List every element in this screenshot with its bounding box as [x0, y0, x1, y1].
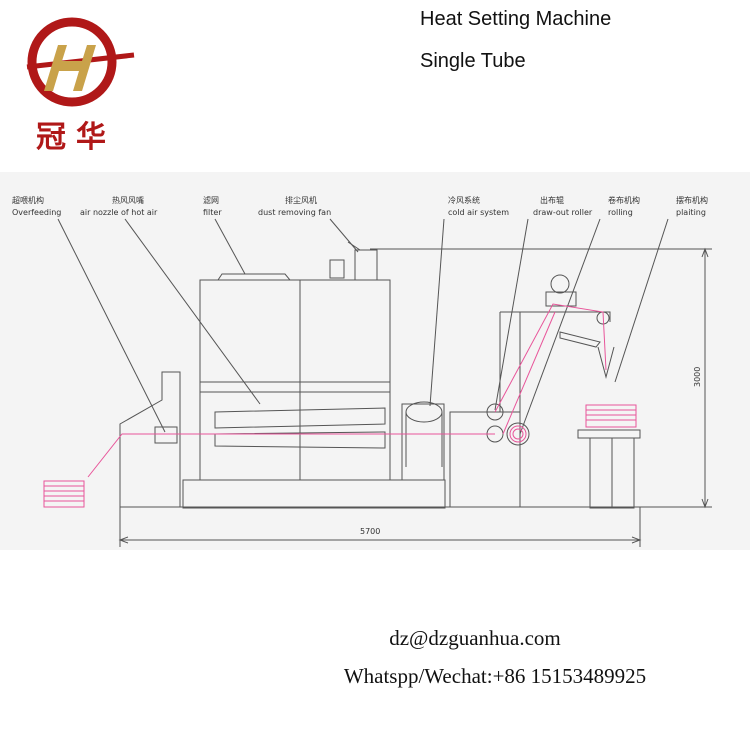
- svg-text:冷风系统: 冷风系统: [448, 195, 480, 205]
- diagram-background: [0, 172, 750, 550]
- height-dimension: 3000: [693, 367, 702, 387]
- svg-text:plaiting: plaiting: [676, 208, 706, 217]
- label-draw-out: 出布辊 draw-out roller: [494, 195, 593, 411]
- contact-phone: Whatspp/Wechat:+86 15153489925: [343, 664, 647, 688]
- brand-name-chinese: 冠华: [36, 120, 116, 155]
- label-filter: 滤网 filter: [203, 195, 246, 275]
- label-plaiting: 摆布机构 plaiting: [614, 195, 708, 383]
- fabric-path: [43, 303, 637, 508]
- label-rolling: 卷布机构 rolling: [519, 195, 640, 435]
- svg-text:滤网: 滤网: [203, 195, 219, 205]
- machine-diagram: 超喂机构 Overfeeding 热风风嘴 air nozzle of hot …: [12, 195, 712, 547]
- svg-text:热风风嘴: 热风风嘴: [112, 195, 144, 205]
- svg-text:Overfeeding: Overfeeding: [12, 208, 61, 217]
- label-cold-air: 冷风系统 cold air system: [429, 195, 509, 407]
- svg-text:dust removing fan: dust removing fan: [258, 208, 331, 217]
- company-logo-icon: [26, 17, 135, 107]
- svg-text:超喂机构: 超喂机构: [12, 195, 44, 205]
- svg-text:air nozzle of hot air: air nozzle of hot air: [80, 208, 158, 217]
- page-title: Heat Setting Machine: [420, 8, 612, 30]
- svg-text:filter: filter: [203, 208, 222, 217]
- contact-email[interactable]: dz@dzguanhua.com: [389, 626, 561, 650]
- svg-text:cold air system: cold air system: [448, 208, 509, 217]
- page-subtitle: Single Tube: [420, 50, 526, 72]
- svg-text:摆布机构: 摆布机构: [676, 195, 708, 205]
- svg-text:draw-out roller: draw-out roller: [533, 208, 593, 217]
- svg-text:rolling: rolling: [608, 208, 633, 217]
- label-overfeeding: 超喂机构 Overfeeding: [12, 195, 166, 433]
- label-dust-fan: 排尘风机 dust removing fan: [258, 195, 359, 253]
- svg-text:出布辊: 出布辊: [540, 195, 564, 205]
- svg-text:卷布机构: 卷布机构: [608, 195, 640, 205]
- svg-text:排尘风机: 排尘风机: [285, 195, 317, 205]
- length-dimension: 5700: [360, 527, 380, 536]
- label-air-nozzle: 热风风嘴 air nozzle of hot air: [80, 195, 261, 405]
